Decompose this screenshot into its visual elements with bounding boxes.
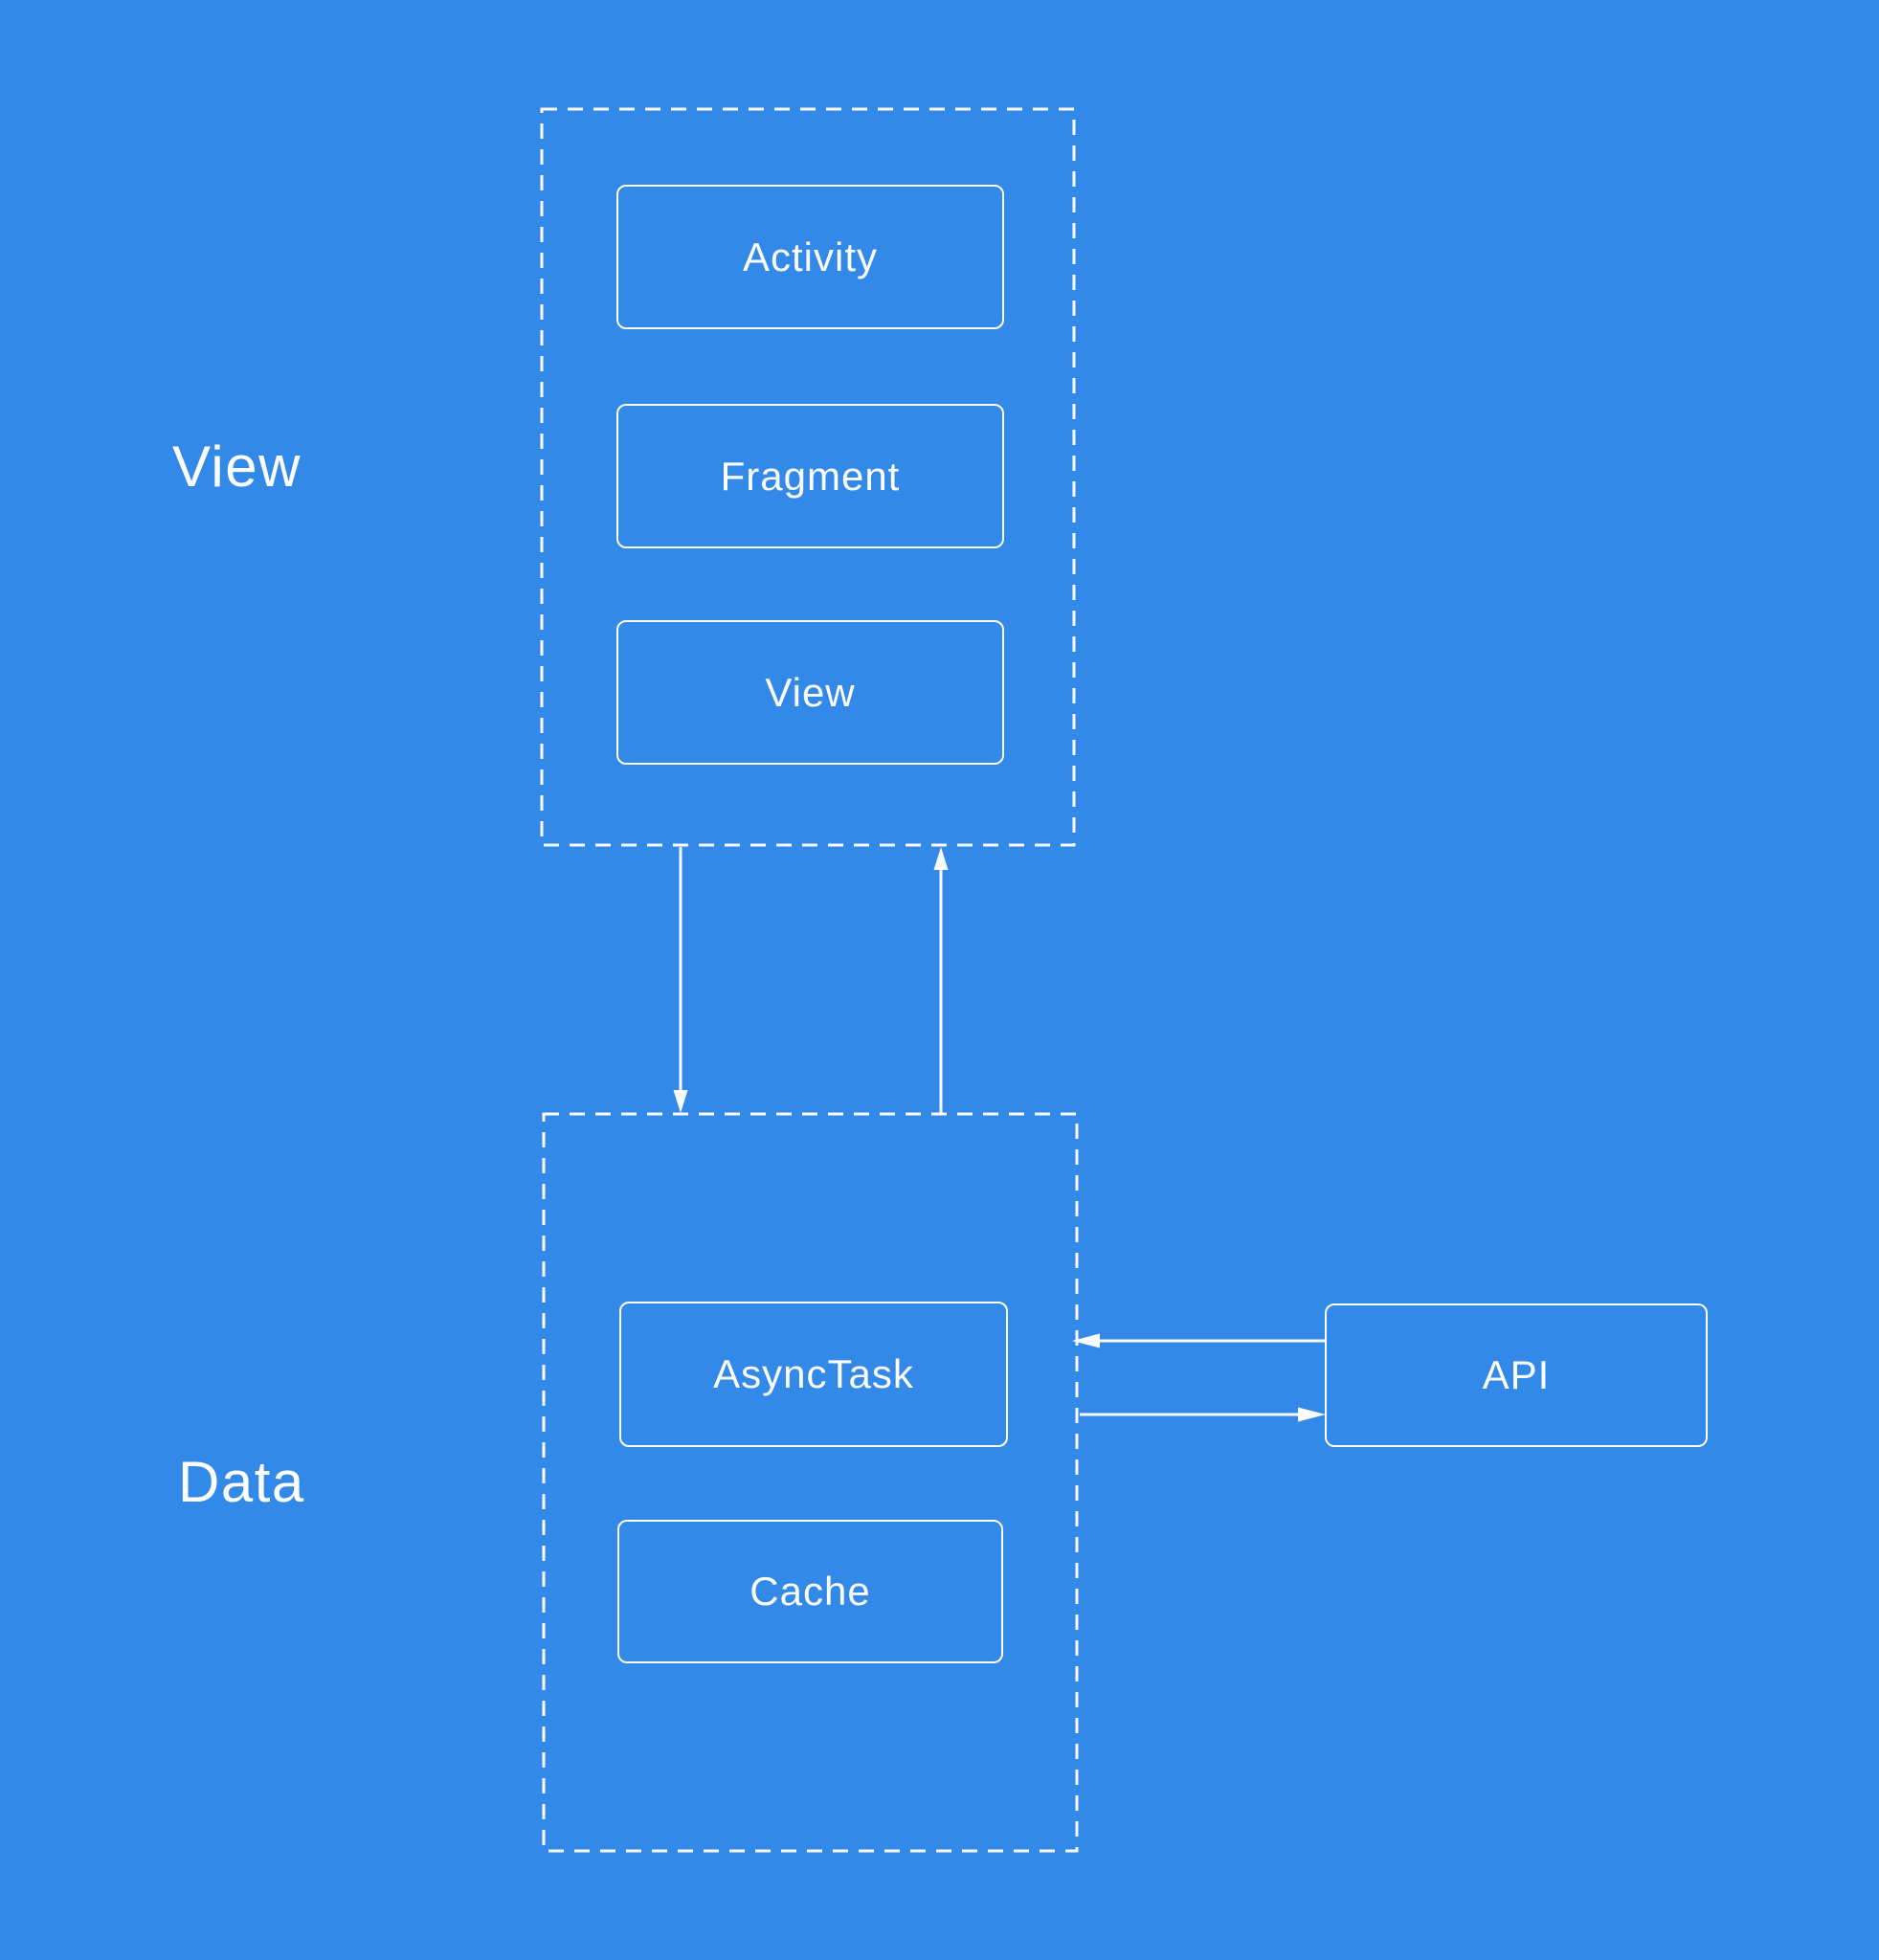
cache-node: Cache — [617, 1520, 1003, 1663]
view-node: View — [616, 620, 1004, 765]
activity-node: Activity — [616, 185, 1004, 329]
asynctask-node: AsyncTask — [619, 1302, 1008, 1447]
arrow-data-to-view-icon — [933, 847, 949, 1113]
data-group-dashed-border — [542, 1112, 1079, 1853]
arrow-data-to-api-icon — [1080, 1407, 1326, 1422]
view-group-dashed-border — [540, 107, 1076, 847]
view-section-label: View — [172, 434, 302, 499]
fragment-node: Fragment — [616, 404, 1004, 548]
arrow-view-to-data-icon — [673, 847, 688, 1113]
api-node: API — [1325, 1303, 1708, 1447]
arrow-api-to-data-icon — [1072, 1333, 1325, 1348]
data-section-label: Data — [178, 1450, 305, 1514]
